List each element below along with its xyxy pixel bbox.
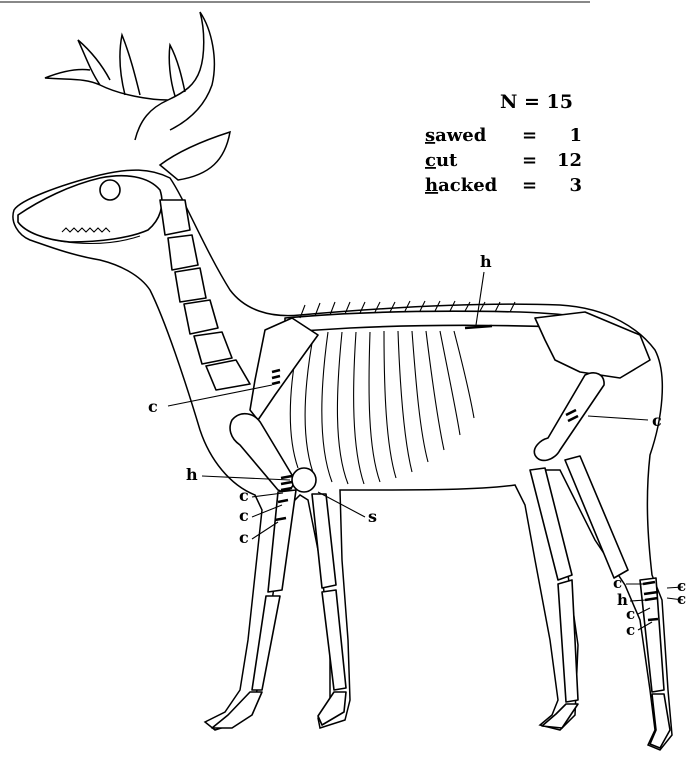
label-radius-cut-1: c <box>239 486 249 505</box>
tibia <box>565 456 628 578</box>
legend-row-sawed: sawed <box>425 125 487 146</box>
rib-cage <box>290 331 474 484</box>
skull <box>18 176 162 242</box>
legend-row-hacked: hacked <box>425 175 498 196</box>
legend-eq-sawed: = <box>522 125 537 146</box>
eye-socket <box>100 180 120 200</box>
far-hind-hoof <box>542 704 578 728</box>
legend-count-hacked: 3 <box>569 175 582 196</box>
label-hock-cut-1: c <box>613 574 622 592</box>
mark-labels: h c c h c c c s c h c c c c <box>148 252 686 639</box>
front-hoof <box>212 692 262 728</box>
label-radius-cut-3: c <box>239 528 249 547</box>
ear <box>160 132 230 180</box>
front-metacarpal <box>252 596 280 690</box>
far-front-metacarpal <box>322 590 346 690</box>
cervical-vertebrae <box>160 200 250 390</box>
label-sternum-sawed: s <box>368 507 377 526</box>
legend-eq-cut: = <box>522 150 537 171</box>
label-hock-cut-3: c <box>626 621 635 639</box>
label-spine-hacked: h <box>480 252 492 271</box>
legend: N = 15 sawed = 1 cut = 12 hacked = 3 <box>425 91 582 196</box>
label-femur-cut: c <box>652 411 662 430</box>
label-humerus-hacked: h <box>186 465 198 484</box>
hind-hoof <box>650 694 670 748</box>
antler-icon <box>45 12 214 140</box>
label-hock-right-cut-2: c <box>677 590 686 608</box>
pelvis <box>535 312 650 378</box>
label-radius-cut-2: c <box>239 506 249 525</box>
legend-row-cut: cut <box>425 150 458 171</box>
legend-total: N = 15 <box>500 91 573 113</box>
legend-eq-hacked: = <box>522 175 537 196</box>
legend-count-cut: 12 <box>557 150 582 171</box>
legend-count-sawed: 1 <box>569 125 582 146</box>
elbow-joint <box>292 468 316 492</box>
far-front-hoof <box>318 692 346 725</box>
label-scapula-cut: c <box>148 397 158 416</box>
far-hind-metatarsal <box>558 580 578 702</box>
